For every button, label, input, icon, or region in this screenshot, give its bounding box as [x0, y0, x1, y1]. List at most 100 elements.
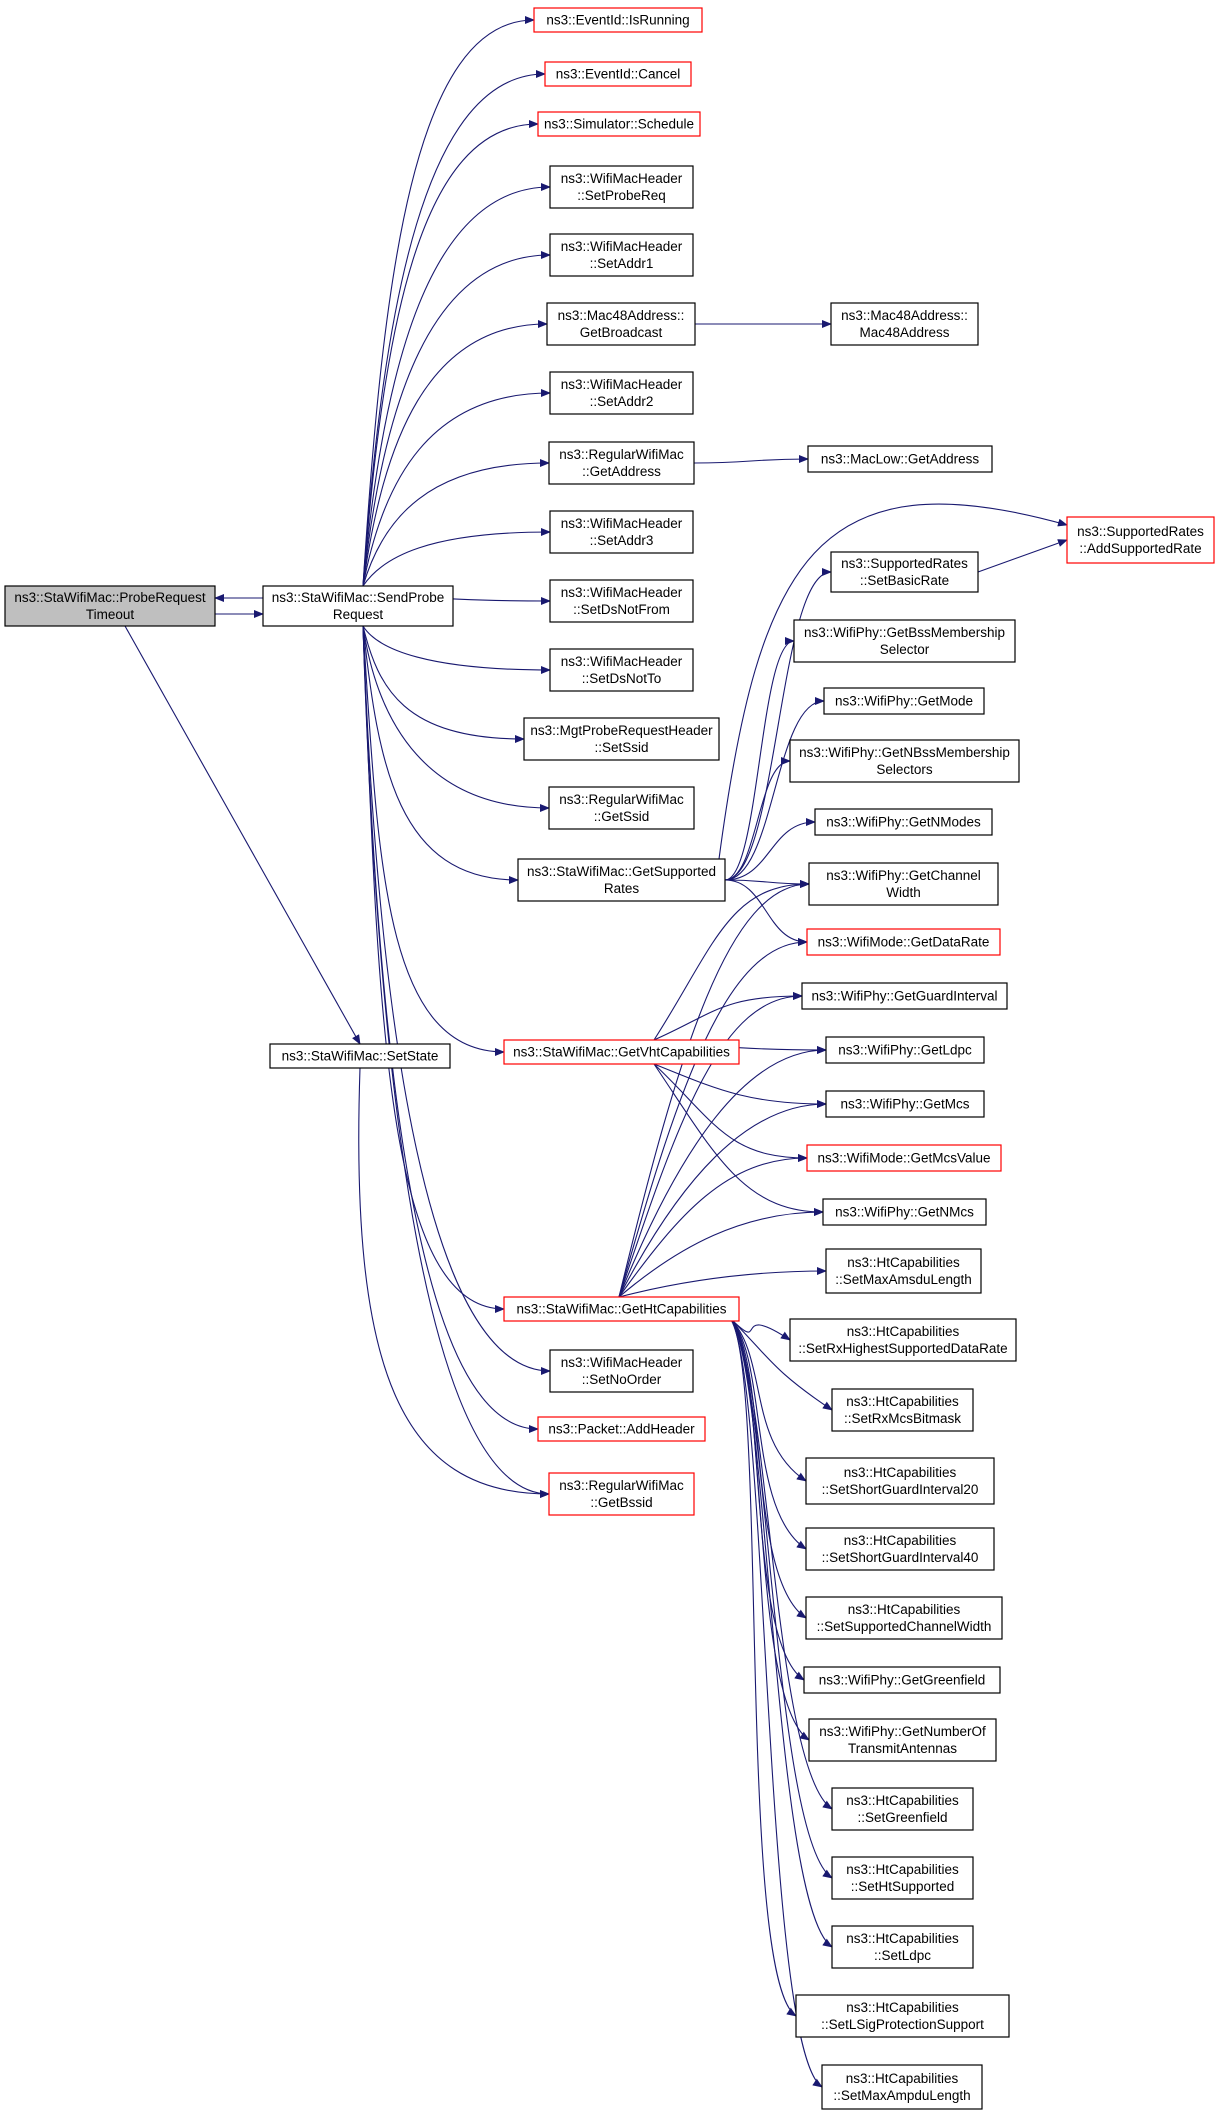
node-getGuardInterval[interactable]: ns3::WifiPhy::GetGuardInterval — [801, 982, 1008, 1010]
node-box — [1066, 516, 1215, 564]
node-setGreenfield[interactable]: ns3::HtCapabilities::SetGreenfield — [831, 1787, 974, 1831]
node-setHtSupported[interactable]: ns3::HtCapabilities::SetHtSupported — [831, 1856, 974, 1900]
node-getMcsValue[interactable]: ns3::WifiMode::GetMcsValue — [806, 1144, 1002, 1172]
node-setSupportedCw[interactable]: ns3::HtCapabilities::SetSupportedChannel… — [805, 1596, 1003, 1640]
node-label: ns3::WifiPhy::GetNModes — [826, 815, 981, 830]
node-getNMcs[interactable]: ns3::WifiPhy::GetNMcs — [822, 1198, 987, 1226]
edge-getSupportedRates-to-getMode — [724, 697, 825, 881]
node-box — [503, 1039, 740, 1065]
node-setLdpc[interactable]: ns3::HtCapabilities::SetLdpc — [831, 1925, 974, 1969]
node-box — [830, 302, 979, 346]
node-box — [533, 7, 703, 33]
edge-getHt-to-getMcs — [618, 1100, 827, 1298]
node-setAddr1[interactable]: ns3::WifiMacHeader::SetAddr1 — [549, 233, 694, 277]
node-getVht[interactable]: ns3::StaWifiMac::GetVhtCapabilities — [503, 1039, 740, 1065]
node-label: ns3::WifiPhy::GetNumberOf — [819, 1724, 986, 1739]
node-box — [823, 687, 985, 715]
node-label: ns3::WifiMode::GetMcsValue — [817, 1151, 990, 1166]
node-label: ::SetSupportedChannelWidth — [817, 1619, 992, 1634]
node-getLdpc[interactable]: ns3::WifiPhy::GetLdpc — [825, 1036, 985, 1064]
node-setDsNotTo[interactable]: ns3::WifiMacHeader::SetDsNotTo — [549, 648, 694, 692]
node-box — [807, 445, 993, 473]
edge-getHt-to-getGreenfield — [728, 1316, 805, 1681]
node-addHeader[interactable]: ns3::Packet::AddHeader — [537, 1416, 706, 1442]
node-box — [831, 1787, 974, 1831]
node-getDataRate[interactable]: ns3::WifiMode::GetDataRate — [806, 928, 1001, 956]
node-schedule[interactable]: ns3::Simulator::Schedule — [537, 111, 701, 137]
node-label: ns3::MacLow::GetAddress — [821, 452, 980, 467]
node-setRxMcsBitmask[interactable]: ns3::HtCapabilities::SetRxMcsBitmask — [831, 1388, 974, 1432]
node-getHt[interactable]: ns3::StaWifiMac::GetHtCapabilities — [503, 1296, 740, 1322]
node-label: ns3::HtCapabilities — [846, 1793, 959, 1808]
node-setMaxAmpdu[interactable]: ns3::HtCapabilities::SetMaxAmpduLength — [821, 2064, 983, 2110]
node-label: ns3::RegularWifiMac — [559, 447, 684, 462]
node-getMode[interactable]: ns3::WifiPhy::GetMode — [823, 687, 985, 715]
edge-sendProbe-to-getBroadcast — [362, 320, 548, 587]
node-label: Request — [333, 607, 384, 622]
node-setSgi40[interactable]: ns3::HtCapabilities::SetShortGuardInterv… — [805, 1527, 995, 1571]
node-isRunning[interactable]: ns3::EventId::IsRunning — [533, 7, 703, 33]
edge-getHt-to-setLdpc — [728, 1316, 833, 1948]
edge-sendProbe-to-cancel — [362, 70, 546, 587]
node-label: ::SetRxHighestSupportedDataRate — [798, 1341, 1007, 1356]
node-setAddr3[interactable]: ns3::WifiMacHeader::SetAddr3 — [549, 510, 694, 554]
edge-sendProbe-to-schedule — [362, 120, 539, 587]
node-label: ::SetAddr1 — [590, 256, 654, 271]
node-label: ns3::SupportedRates — [1077, 524, 1204, 539]
node-setNoOrder[interactable]: ns3::WifiMacHeader::SetNoOrder — [549, 1349, 694, 1393]
edge-getVht-to-getChannelWidth — [653, 880, 810, 1041]
node-setProbeReq[interactable]: ns3::WifiMacHeader::SetProbeReq — [549, 165, 694, 209]
node-setRxHighest[interactable]: ns3::HtCapabilities::SetRxHighestSupport… — [789, 1318, 1017, 1362]
node-label: ::SetGreenfield — [857, 1810, 947, 1825]
edge-sendProbe-to-getVht — [362, 625, 505, 1056]
node-box — [548, 1472, 695, 1516]
node-setState[interactable]: ns3::StaWifiMac::SetState — [269, 1043, 451, 1069]
edge-getSupportedRates-to-getChannelWidth — [724, 879, 810, 888]
node-label: ::SetAddr2 — [590, 394, 654, 409]
node-setSgi20[interactable]: ns3::HtCapabilities::SetShortGuardInterv… — [805, 1457, 995, 1505]
node-getBssid[interactable]: ns3::RegularWifiMac::GetBssid — [548, 1472, 695, 1516]
node-label: ns3::RegularWifiMac — [559, 1478, 684, 1493]
edge-sendProbe-to-getSsid — [362, 625, 550, 812]
node-getAddress[interactable]: ns3::RegularWifiMac::GetAddress — [548, 441, 695, 485]
node-macLowGetAddress[interactable]: ns3::MacLow::GetAddress — [807, 445, 993, 473]
edge-getHt-to-setGreenfield — [728, 1316, 833, 1810]
node-getNumTxAnt[interactable]: ns3::WifiPhy::GetNumberOfTransmitAntenna… — [808, 1718, 997, 1762]
node-box — [537, 111, 701, 137]
node-label: ns3::WifiPhy::GetBssMembership — [804, 625, 1005, 640]
node-box — [806, 928, 1001, 956]
node-label: ns3::WifiMacHeader — [561, 654, 683, 669]
node-setLSig[interactable]: ns3::HtCapabilities::SetLSigProtectionSu… — [795, 1994, 1010, 2038]
node-label: ns3::WifiPhy::GetNBssMembership — [799, 745, 1010, 760]
node-mac48ctor[interactable]: ns3::Mac48Address::Mac48Address — [830, 302, 979, 346]
node-label: ::SetMaxAmpduLength — [833, 2088, 970, 2103]
node-addSupportedRate[interactable]: ns3::SupportedRates::AddSupportedRate — [1066, 516, 1215, 564]
node-label: ns3::WifiPhy::GetLdpc — [838, 1043, 972, 1058]
node-getMcs[interactable]: ns3::WifiPhy::GetMcs — [825, 1090, 985, 1118]
node-mgtSetSsid[interactable]: ns3::MgtProbeRequestHeader::SetSsid — [523, 717, 720, 761]
node-label: ns3::Mac48Address:: — [841, 308, 968, 323]
node-setAddr2[interactable]: ns3::WifiMacHeader::SetAddr2 — [549, 371, 694, 415]
node-getSsid[interactable]: ns3::RegularWifiMac::GetSsid — [548, 786, 695, 830]
node-setDsNotFrom[interactable]: ns3::WifiMacHeader::SetDsNotFrom — [549, 579, 694, 623]
node-setMaxAmsdu[interactable]: ns3::HtCapabilities::SetMaxAmsduLength — [825, 1248, 982, 1294]
edge-root-to-setState — [124, 625, 361, 1045]
node-getBroadcast[interactable]: ns3::Mac48Address::GetBroadcast — [546, 302, 696, 346]
edge-getVht-to-getNMcs — [653, 1063, 824, 1216]
node-box — [808, 1718, 997, 1762]
node-cancel[interactable]: ns3::EventId::Cancel — [544, 61, 692, 87]
node-getNModes[interactable]: ns3::WifiPhy::GetNModes — [814, 808, 993, 836]
node-setBasicRate[interactable]: ns3::SupportedRates::SetBasicRate — [830, 551, 979, 593]
node-label: ::SetMaxAmsduLength — [835, 1272, 972, 1287]
node-box — [549, 579, 694, 623]
node-getGreenfield[interactable]: ns3::WifiPhy::GetGreenfield — [803, 1666, 1001, 1694]
node-box — [805, 1457, 995, 1505]
node-label: ::SetLdpc — [874, 1948, 931, 1963]
node-label: TransmitAntennas — [848, 1741, 957, 1756]
